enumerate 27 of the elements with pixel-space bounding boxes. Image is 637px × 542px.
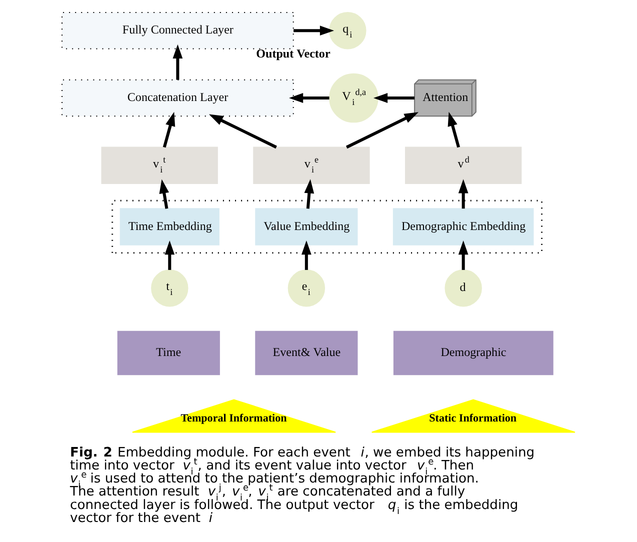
node-circle: t$_{i}$ [151, 270, 188, 307]
arrow [304, 179, 314, 209]
arrow [346, 112, 418, 149]
node-box: Fully Connected Layer [62, 12, 294, 50]
arrow [458, 240, 468, 270]
arrow [373, 93, 415, 103]
arrow [288, 93, 330, 103]
arrow [294, 26, 334, 36]
node-circle: d [444, 270, 482, 307]
arrow [162, 112, 176, 148]
arrow [302, 240, 312, 270]
arrow [164, 240, 175, 270]
node-box: Time [117, 330, 220, 376]
node-box: Demographic Embedding [392, 208, 534, 246]
node-box: v$^{d}$ [405, 146, 522, 184]
arrow [159, 179, 169, 209]
arrow [208, 114, 277, 149]
node-box: Time Embedding [120, 208, 220, 246]
arrow [172, 44, 183, 80]
node-box: Demographic [393, 330, 554, 376]
node-box: Value Embedding [255, 208, 358, 246]
node-circle: e$_{i}$ [288, 270, 326, 307]
node-box: Concatenation Layer [62, 79, 294, 117]
node-box: Event& Value [255, 330, 358, 376]
arrow [458, 179, 468, 209]
node-circle: q$_{i}$ [329, 12, 366, 50]
arrow [448, 112, 460, 148]
